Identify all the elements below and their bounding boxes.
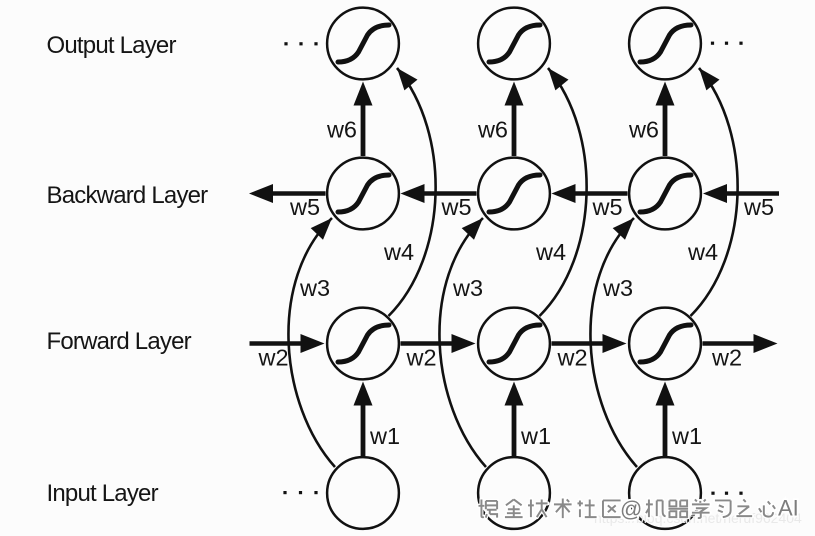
- svg-text:w6: w6: [477, 117, 508, 143]
- svg-text:w4: w4: [383, 239, 414, 265]
- svg-text:w2: w2: [557, 345, 588, 371]
- svg-text:w2: w2: [258, 345, 289, 371]
- svg-text:@: @: [620, 497, 642, 522]
- svg-text:w1: w1: [520, 423, 551, 449]
- svg-text:w4: w4: [687, 239, 718, 265]
- svg-text:w5: w5: [289, 194, 320, 220]
- svg-text:w2: w2: [711, 345, 742, 371]
- svg-text:w4: w4: [535, 239, 566, 265]
- svg-text:w6: w6: [326, 117, 357, 143]
- svg-text:w2: w2: [406, 345, 437, 371]
- svg-text:w3: w3: [452, 275, 483, 301]
- svg-text:AI: AI: [778, 496, 799, 521]
- svg-text:Output Layer: Output Layer: [47, 32, 177, 59]
- svg-text:w3: w3: [299, 275, 330, 301]
- svg-text:w1: w1: [369, 423, 400, 449]
- svg-text:w1: w1: [671, 423, 702, 449]
- svg-text:w6: w6: [628, 117, 659, 143]
- svg-text:w5: w5: [441, 194, 472, 220]
- svg-text:w5: w5: [743, 194, 774, 220]
- svg-text:Input Layer: Input Layer: [47, 480, 159, 507]
- svg-text:w5: w5: [592, 194, 623, 220]
- svg-text:Backward Layer: Backward Layer: [47, 182, 209, 209]
- svg-text:w3: w3: [602, 275, 633, 301]
- svg-text:Forward Layer: Forward Layer: [47, 328, 192, 355]
